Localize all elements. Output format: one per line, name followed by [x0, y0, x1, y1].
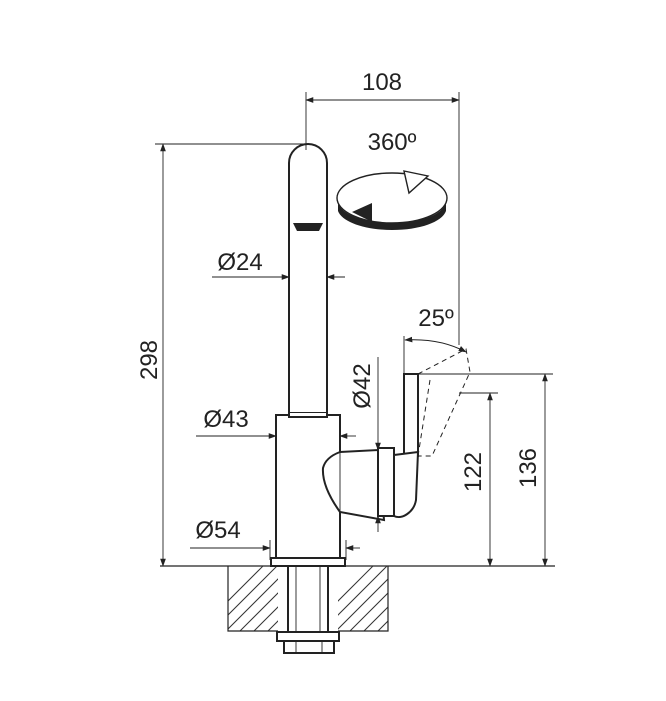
lever-diameter-label: Ø42 [349, 363, 376, 408]
dimension-reach: 108 [305, 69, 460, 345]
lever-height-outer-label: 136 [515, 448, 542, 488]
dimension-base-diameter: Ø54 [190, 517, 360, 560]
body-diameter-label: Ø43 [203, 406, 248, 433]
mounting-shank [287, 565, 329, 633]
dimension-total-height: 298 [136, 143, 306, 567]
lever-height-inner-label: 122 [460, 452, 487, 492]
rotation-arrow-icon [336, 170, 448, 230]
dimension-body-diameter: Ø43 [196, 406, 356, 439]
reach-label: 108 [362, 69, 402, 96]
lever-angle-label: 25º [418, 305, 454, 332]
spout [288, 143, 328, 412]
base-diameter-label: Ø54 [195, 517, 240, 544]
dimension-lever-angle: 25º [403, 305, 467, 374]
lever-handle [321, 348, 471, 522]
spout-diameter-label: Ø24 [217, 249, 262, 276]
countertop [160, 565, 555, 632]
dimension-lever-diameter: Ø42 [349, 357, 381, 532]
total-height-label: 298 [136, 340, 163, 380]
dimension-spout-diameter: Ø24 [212, 249, 345, 280]
dimension-lever-height-outer: 136 [418, 373, 553, 567]
dimension-lever-height-inner: 122 [459, 392, 498, 567]
rotation-label: 360º [368, 129, 417, 156]
base-ring [270, 557, 346, 567]
spout-collar [288, 411, 328, 418]
rotation-indicator: 360º [336, 129, 448, 230]
fixing-nut [276, 631, 340, 654]
